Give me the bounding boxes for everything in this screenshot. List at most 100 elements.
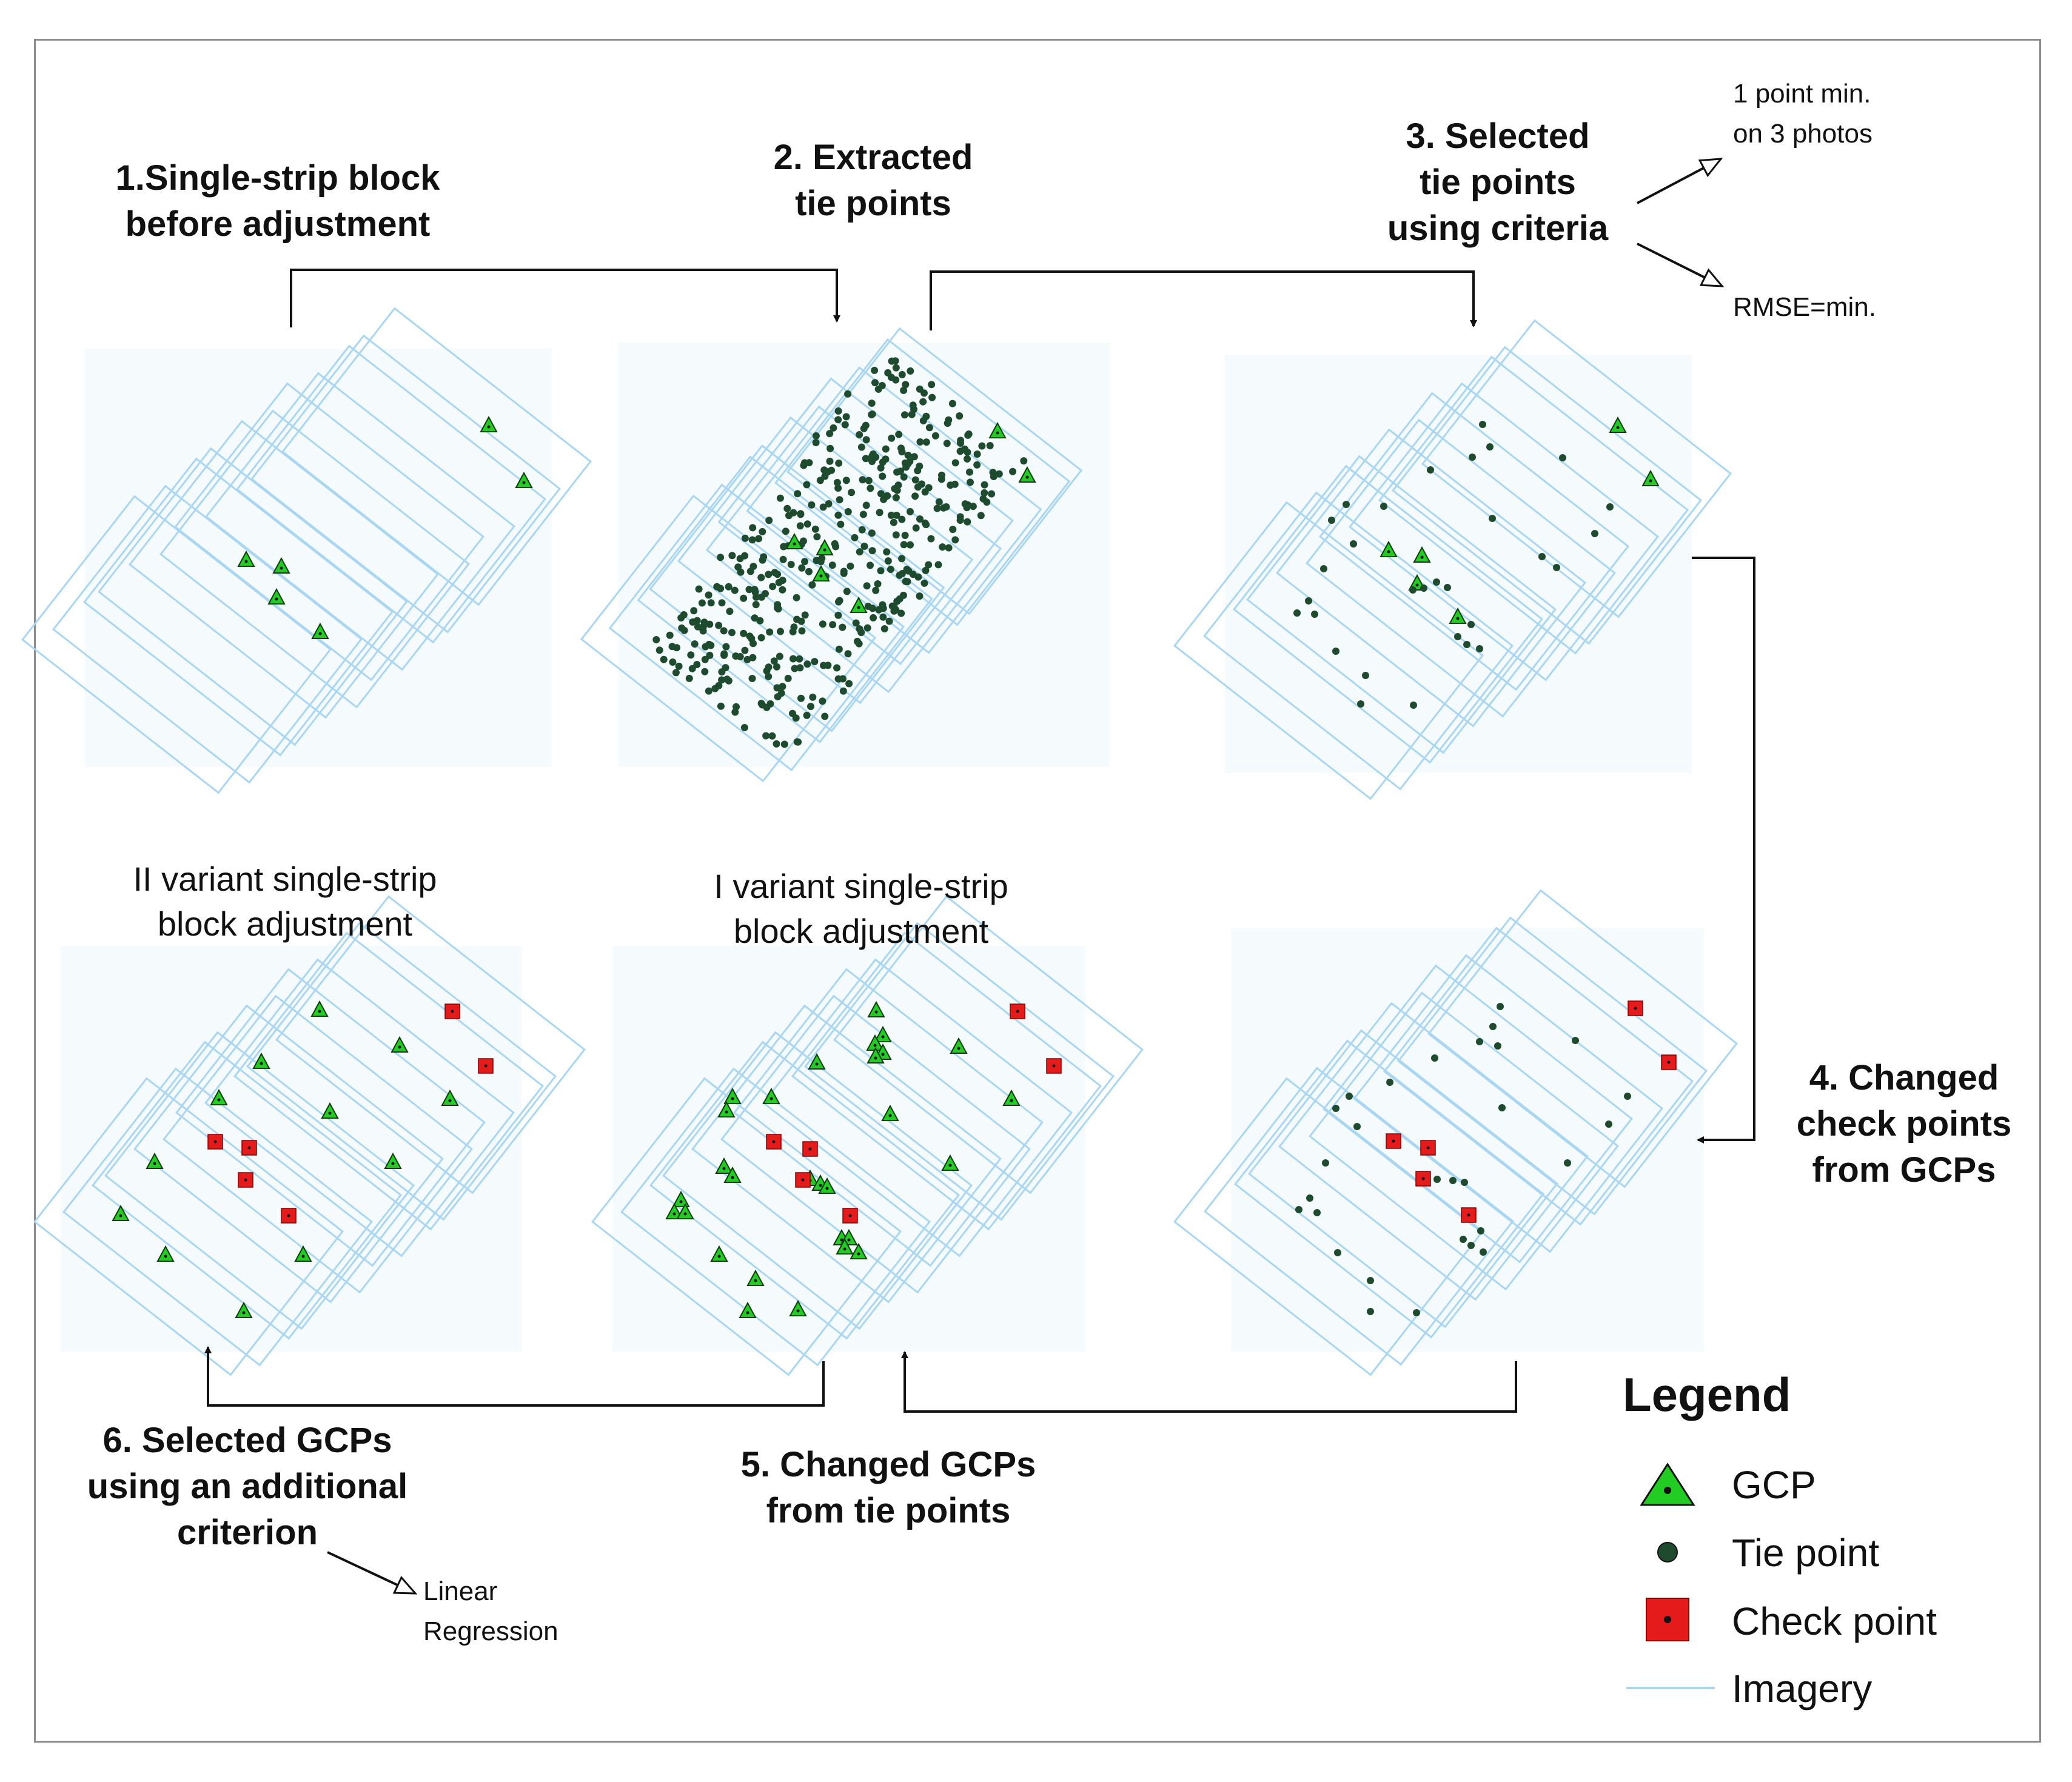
tie-point-marker — [981, 489, 988, 497]
tie-point-marker — [782, 528, 790, 535]
gcp-center-dot — [679, 1200, 683, 1204]
panel-4-photo-frame — [1353, 954, 1663, 1253]
panel-2-photo-frame — [717, 377, 1014, 665]
step-4-title: 4. Changed check points from GCPs — [1796, 1058, 2012, 1190]
tie-point-marker — [989, 469, 997, 477]
gcp-center-dot — [847, 1238, 851, 1242]
tie-point-marker — [856, 548, 863, 556]
tie-point-marker — [857, 443, 865, 451]
tie-point-marker — [741, 534, 749, 542]
gcp-triangle — [710, 1245, 728, 1262]
tie-point-marker — [680, 626, 688, 634]
tie-point-marker — [842, 477, 850, 484]
panel-4-photo-frame — [1427, 889, 1738, 1188]
criterion-rmse-note: RMSE=min. — [1733, 292, 1876, 322]
arrow-step3-to-step4 — [1692, 557, 1755, 1144]
panel-1-before-adjustment-bg — [85, 349, 552, 767]
tie-point-marker — [859, 476, 867, 484]
tie-point-marker — [773, 663, 780, 671]
tie-point-marker — [731, 586, 739, 594]
tie-point-marker — [728, 552, 736, 560]
tie-point-marker — [909, 401, 917, 409]
tie-point-marker — [920, 579, 928, 587]
tie-point-marker — [981, 481, 988, 489]
gcp-triangle — [941, 1154, 959, 1171]
tie-point-marker — [961, 500, 969, 508]
tie-point-marker — [841, 421, 849, 429]
panel-5-photo-frame — [791, 931, 1102, 1231]
gcp-center-dot — [881, 1035, 885, 1039]
tie-point-marker — [763, 703, 771, 711]
gcp-triangle — [785, 532, 803, 549]
panel-6-photo-frame — [92, 1040, 402, 1340]
tie-point-marker — [856, 625, 863, 633]
legend-label-imagery: Imagery — [1732, 1667, 1873, 1710]
arrow-criterion-points — [1637, 158, 1723, 204]
tie-point-marker — [801, 558, 809, 566]
panel-3-photo-frame — [1203, 491, 1514, 791]
tie-point-marker — [792, 714, 800, 722]
tie-point-marker — [826, 444, 834, 452]
tie-point-marker — [943, 440, 951, 447]
gcp-center-dot — [769, 1097, 773, 1100]
tie-point-marker — [690, 607, 698, 615]
tie-point-marker — [675, 662, 683, 670]
tie-point-marker — [928, 394, 936, 401]
gcp-center-dot — [448, 1099, 452, 1102]
gcp-center-dot — [398, 1045, 401, 1049]
tie-point-marker — [732, 652, 740, 660]
gcp-center-dot — [1456, 617, 1460, 620]
legend-title: Legend — [1623, 1368, 1791, 1421]
panel-5-photo-frame — [649, 1040, 960, 1340]
legend-label-tie-point: Tie point — [1732, 1531, 1880, 1575]
tie-point-marker — [945, 416, 953, 424]
tie-point-marker — [882, 493, 890, 501]
gcp-marker — [881, 1104, 899, 1121]
tie-point-marker — [774, 601, 782, 609]
tie-point-marker — [888, 602, 896, 610]
tie-point-marker — [966, 468, 973, 476]
gcp-triangle — [808, 1053, 826, 1070]
tie-point-marker — [935, 498, 943, 506]
tie-point-marker — [718, 676, 726, 684]
tie-point-marker — [660, 655, 668, 663]
tie-point-marker — [773, 740, 780, 748]
tie-point-marker — [685, 674, 693, 682]
tie-point-marker — [821, 472, 829, 480]
tie-point-marker — [819, 697, 826, 705]
gcp-marker — [874, 1025, 892, 1042]
tie-point-marker — [793, 738, 801, 746]
tie-point-marker — [796, 522, 804, 530]
tie-point-marker — [949, 526, 957, 534]
tie-point-marker — [892, 494, 900, 501]
gcp-marker — [156, 1245, 175, 1262]
check-point-center-dot — [244, 1178, 247, 1182]
tie-point-marker — [672, 669, 680, 677]
tie-point-marker — [872, 586, 880, 594]
gcp-triangle — [252, 1052, 270, 1069]
gcp-marker — [672, 1190, 690, 1207]
tie-point-marker — [652, 636, 660, 643]
step-6-title: 6. Selected GCPs using an additional cri… — [87, 1421, 408, 1552]
panel-4-photo-frame — [1248, 1029, 1558, 1328]
gcp-triangle — [867, 1000, 885, 1017]
gcp-marker — [237, 550, 255, 567]
gcp-marker — [988, 421, 1007, 438]
gcp-marker — [1609, 416, 1627, 433]
tie-point-marker — [1538, 553, 1546, 560]
tie-point-marker — [907, 541, 914, 549]
gcp-marker — [1641, 469, 1660, 486]
step-1-title: 1.Single-strip block before adjustment — [115, 158, 440, 244]
tie-point-marker — [870, 614, 877, 621]
gcp-triangle — [816, 538, 834, 555]
tie-point-marker — [986, 442, 994, 449]
tie-point-marker — [912, 524, 920, 532]
tie-point-marker — [825, 500, 833, 507]
tie-point-marker — [885, 617, 893, 625]
tie-point-marker — [779, 577, 786, 585]
gcp-marker — [710, 1245, 728, 1262]
gcp-marker — [391, 1036, 409, 1053]
tie-point-marker — [892, 364, 900, 372]
gcp-center-dot — [244, 560, 248, 563]
gcp-triangle — [746, 1269, 765, 1286]
